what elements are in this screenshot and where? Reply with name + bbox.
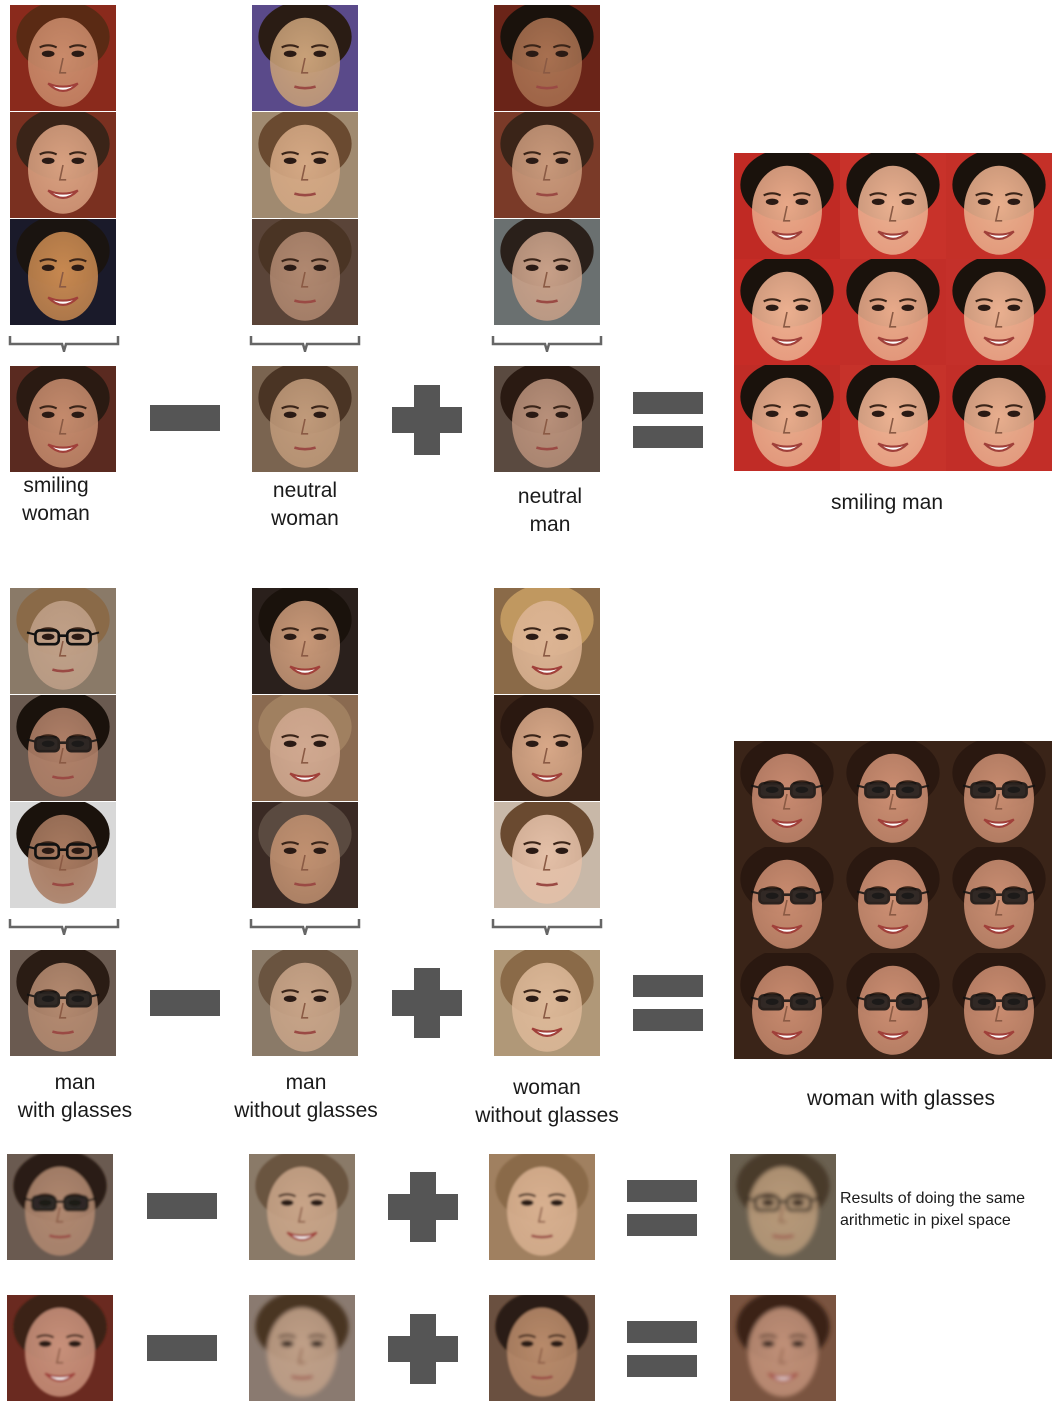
- face-result-woman-with-glasses: [840, 741, 946, 847]
- face-sample-smiling-woman-3: [10, 219, 116, 325]
- equals-icon: [627, 1180, 697, 1236]
- face-result-smiling-man: [840, 153, 946, 259]
- face-pixel-result-glasses: [730, 1154, 836, 1260]
- result-grid-smiling-man: [734, 153, 1052, 471]
- face-sample-neutral-man-3: [494, 219, 600, 325]
- face-average-man-with-glasses: [10, 950, 116, 1056]
- face-result-smiling-man: [946, 365, 1052, 471]
- minus-icon: [150, 990, 220, 1016]
- face-pixel-result-smiling: [730, 1295, 836, 1401]
- face-result-smiling-man: [946, 153, 1052, 259]
- result-grid-woman-with-glasses: [734, 741, 1052, 1059]
- face-average-man-without-glasses: [252, 950, 358, 1056]
- minus-icon: [150, 405, 220, 431]
- face-pixel-man-without-glasses: [249, 1154, 355, 1260]
- equals-icon: [633, 975, 703, 1031]
- brace-icon: [249, 334, 361, 352]
- face-sample-neutral-woman-1: [252, 5, 358, 111]
- face-result-woman-with-glasses: [840, 847, 946, 953]
- face-result-smiling-man: [946, 259, 1052, 365]
- face-result-woman-with-glasses: [734, 953, 840, 1059]
- brace-icon: [491, 917, 603, 935]
- plus-icon: [388, 1172, 458, 1242]
- face-result-woman-with-glasses: [734, 847, 840, 953]
- face-pixel-smiling-woman: [7, 1295, 113, 1401]
- face-average-neutral-woman: [252, 366, 358, 472]
- face-average-woman-without-glasses: [494, 950, 600, 1056]
- brace-icon: [8, 917, 120, 935]
- face-result-woman-with-glasses: [946, 741, 1052, 847]
- face-sample-woman-without-glasses-3: [494, 802, 600, 908]
- brace-icon: [491, 334, 603, 352]
- brace-icon: [8, 334, 120, 352]
- face-sample-neutral-woman-2: [252, 112, 358, 218]
- face-result-smiling-man: [840, 365, 946, 471]
- minus-icon: [147, 1335, 217, 1361]
- equals-icon: [633, 392, 703, 448]
- face-sample-man-without-glasses-3: [252, 802, 358, 908]
- face-sample-woman-without-glasses-2: [494, 695, 600, 801]
- face-result-smiling-man: [840, 259, 946, 365]
- face-sample-neutral-man-1: [494, 5, 600, 111]
- label-man-with-glasses: man with glasses: [17, 1071, 133, 1122]
- label-smiling-man: smiling man: [830, 491, 944, 514]
- brace-icon: [249, 917, 361, 935]
- face-pixel-woman-without-glasses: [489, 1154, 595, 1260]
- face-sample-man-with-glasses-1: [10, 588, 116, 694]
- minus-icon: [147, 1193, 217, 1219]
- face-sample-man-with-glasses-2: [10, 695, 116, 801]
- plus-icon: [392, 385, 462, 455]
- face-sample-man-with-glasses-3: [10, 802, 116, 908]
- face-sample-man-without-glasses-1: [252, 588, 358, 694]
- face-sample-woman-without-glasses-1: [494, 588, 600, 694]
- label-neutral-man: neutral man: [517, 485, 583, 536]
- face-pixel-man-with-glasses: [7, 1154, 113, 1260]
- label-woman-with-glasses: woman with glasses: [807, 1087, 995, 1110]
- label-man-without-glasses: man without glasses: [234, 1071, 378, 1122]
- label-neutral-woman: neutral woman: [271, 479, 339, 530]
- pixel-space-note: Results of doing the same arithmetic in …: [840, 1190, 1025, 1229]
- face-sample-smiling-woman-2: [10, 112, 116, 218]
- face-result-woman-with-glasses: [734, 741, 840, 847]
- label-woman-without-glasses: woman without glasses: [475, 1076, 619, 1127]
- face-pixel-neutral-woman: [249, 1295, 355, 1401]
- face-result-woman-with-glasses: [946, 847, 1052, 953]
- face-result-smiling-man: [734, 365, 840, 471]
- face-average-neutral-man: [494, 366, 600, 472]
- face-result-smiling-man: [734, 259, 840, 365]
- face-result-smiling-man: [734, 153, 840, 259]
- plus-icon: [392, 968, 462, 1038]
- plus-icon: [388, 1314, 458, 1384]
- face-average-smiling-woman: [10, 366, 116, 472]
- face-sample-neutral-man-2: [494, 112, 600, 218]
- face-result-woman-with-glasses: [946, 953, 1052, 1059]
- face-result-woman-with-glasses: [840, 953, 946, 1059]
- face-pixel-neutral-man: [489, 1295, 595, 1401]
- face-sample-neutral-woman-3: [252, 219, 358, 325]
- equals-icon: [627, 1321, 697, 1377]
- face-sample-man-without-glasses-2: [252, 695, 358, 801]
- label-smiling-woman: smiling woman: [22, 474, 90, 525]
- face-sample-smiling-woman-1: [10, 5, 116, 111]
